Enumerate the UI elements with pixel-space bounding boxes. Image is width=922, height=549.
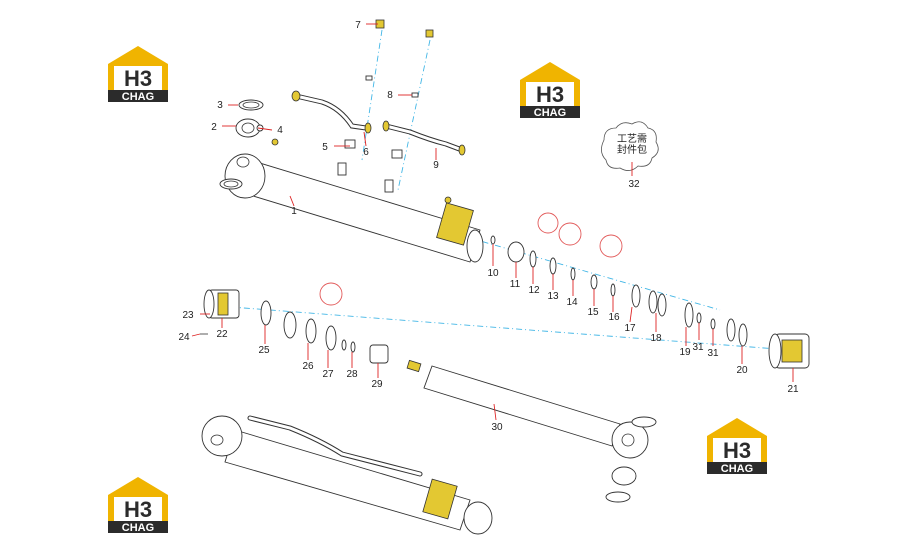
svg-text:CHAG: CHAG [721,463,753,475]
hydraulic-pipe-right [382,120,466,159]
part-number-11: 11 [510,279,521,290]
svg-text:H3: H3 [124,66,152,91]
callout-line-2: 封件包 [617,143,647,156]
part-number-27: 27 [322,369,334,380]
clip [365,75,373,81]
part-number-6: 6 [363,147,369,158]
part-number-8: 8 [387,90,393,101]
part-number-19: 19 [679,347,691,358]
part-number-23: 23 [182,310,194,321]
part-number-15: 15 [587,307,599,318]
part-number-22: 22 [216,329,228,340]
svg-text:CHAG: CHAG [534,107,566,119]
part-number-20: 20 [736,365,748,376]
part-number-14: 14 [566,297,578,308]
part-number-4: 4 [277,125,283,136]
detail-circle [537,212,559,234]
part-number-26: 26 [302,361,314,372]
svg-text:CHAG: CHAG [122,522,154,534]
pipe-fitting [425,29,434,38]
part-number-12: 12 [528,285,540,296]
detail-circle [599,234,623,258]
part-number-16: 16 [608,312,620,323]
part-number-3: 3 [217,100,223,111]
seal-set-upper [490,235,748,347]
assembly-axis-upper [469,237,721,311]
svg-text:H3: H3 [536,82,564,107]
seal-kit-callout: 工艺需 封件包 32 [601,121,659,190]
pipe-axis [397,39,431,191]
part-number-9: 9 [433,160,439,171]
brand-logo: H3 CHAG [707,418,767,475]
callout-line-1: 工艺需 [617,133,647,145]
part-number-32: 32 [628,179,640,190]
part-number-28: 28 [346,369,358,380]
detail-circle [319,282,343,306]
part-number-25: 25 [258,345,270,356]
leader-lines [191,23,794,421]
part-number-29: 29 [371,379,383,390]
cylinder-head [768,333,810,369]
part-number-2: 2 [211,122,217,133]
detail-circle [558,222,582,246]
brand-logo: H3 CHAG [520,62,580,119]
seal-ring [238,99,264,111]
assembled-cylinder [201,415,493,535]
part-number-31: 31 [707,348,719,359]
seal-set-lower [260,300,389,364]
part-number-30: 30 [491,422,503,433]
hydraulic-pipe-left [291,90,372,149]
svg-text:CHAG: CHAG [122,91,154,103]
part-labels: 1 2 3 4 5 6 7 8 9 10 11 12 13 14 15 16 1… [178,20,799,433]
part-number-7: 7 [355,20,361,31]
part-number-10: 10 [487,268,499,279]
cylinder-barrel [224,138,484,263]
piston [200,289,240,335]
part-number-18: 18 [650,333,662,344]
brand-logo: H3 CHAG [108,46,168,103]
part-number-13: 13 [547,291,559,302]
piston-rod [406,359,657,503]
part-number-5: 5 [322,142,328,153]
part-number-24: 24 [178,332,190,343]
part-number-1: 1 [291,206,297,217]
svg-text:H3: H3 [723,438,751,463]
clip [411,92,419,98]
part-number-21: 21 [787,384,799,395]
part-number-17: 17 [624,323,636,334]
svg-text:H3: H3 [124,497,152,522]
part-number-31: 31 [692,342,704,353]
seal-ring [219,178,243,190]
brand-logo: H3 CHAG [108,477,168,534]
